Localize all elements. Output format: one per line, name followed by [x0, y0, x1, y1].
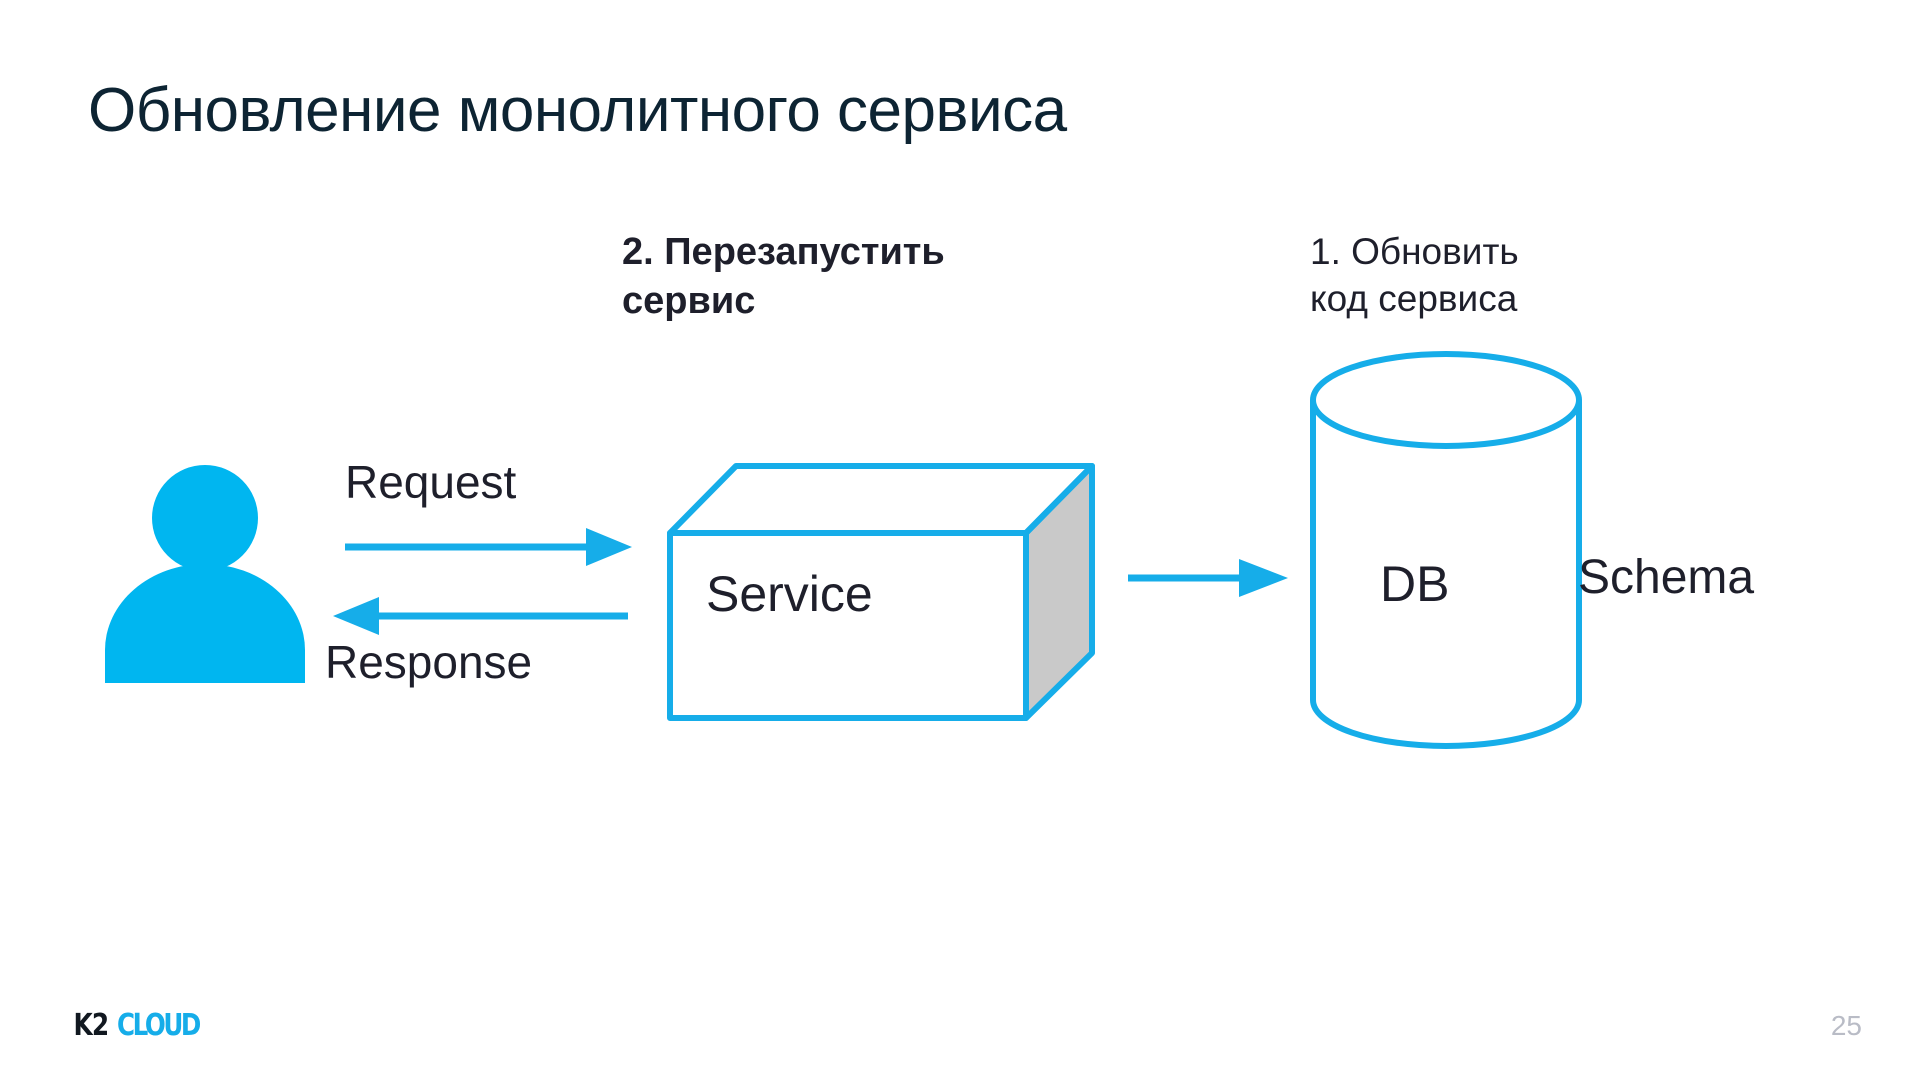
- annotation-step-2-line-1: 2. Перезапустить: [622, 231, 945, 273]
- side-label-schema: Schema: [1578, 551, 1755, 604]
- node-label-db: DB: [1380, 556, 1450, 612]
- arrow-response: [333, 597, 628, 635]
- node-label-service: Service: [706, 566, 873, 622]
- arrow-service-to-db: [1128, 559, 1288, 597]
- edge-label-response: Response: [325, 636, 533, 688]
- brand-logo: K2 CLOUD: [72, 1007, 208, 1043]
- page-title: Обновление монолитного сервиса: [88, 76, 1067, 145]
- page-number: 25: [1830, 1010, 1862, 1041]
- annotation-step-1-line-2: код сервиса: [1310, 278, 1518, 320]
- edge-label-request: Request: [345, 456, 517, 508]
- logo-text-cloud: CLOUD: [116, 1007, 201, 1043]
- person-icon: [105, 465, 305, 683]
- logo-text-k2: K2: [73, 1007, 110, 1043]
- annotation-step-1-update-code: 1. Обновить код сервиса: [1310, 228, 1710, 323]
- arrow-request: [345, 528, 632, 566]
- annotation-step-2-line-2: сервис: [622, 279, 756, 322]
- annotation-step-1-line-1: 1. Обновить: [1310, 231, 1519, 272]
- annotation-step-2-restart-service: 2. Перезапустить сервис: [622, 228, 1042, 325]
- db-cylinder: [1310, 351, 1582, 749]
